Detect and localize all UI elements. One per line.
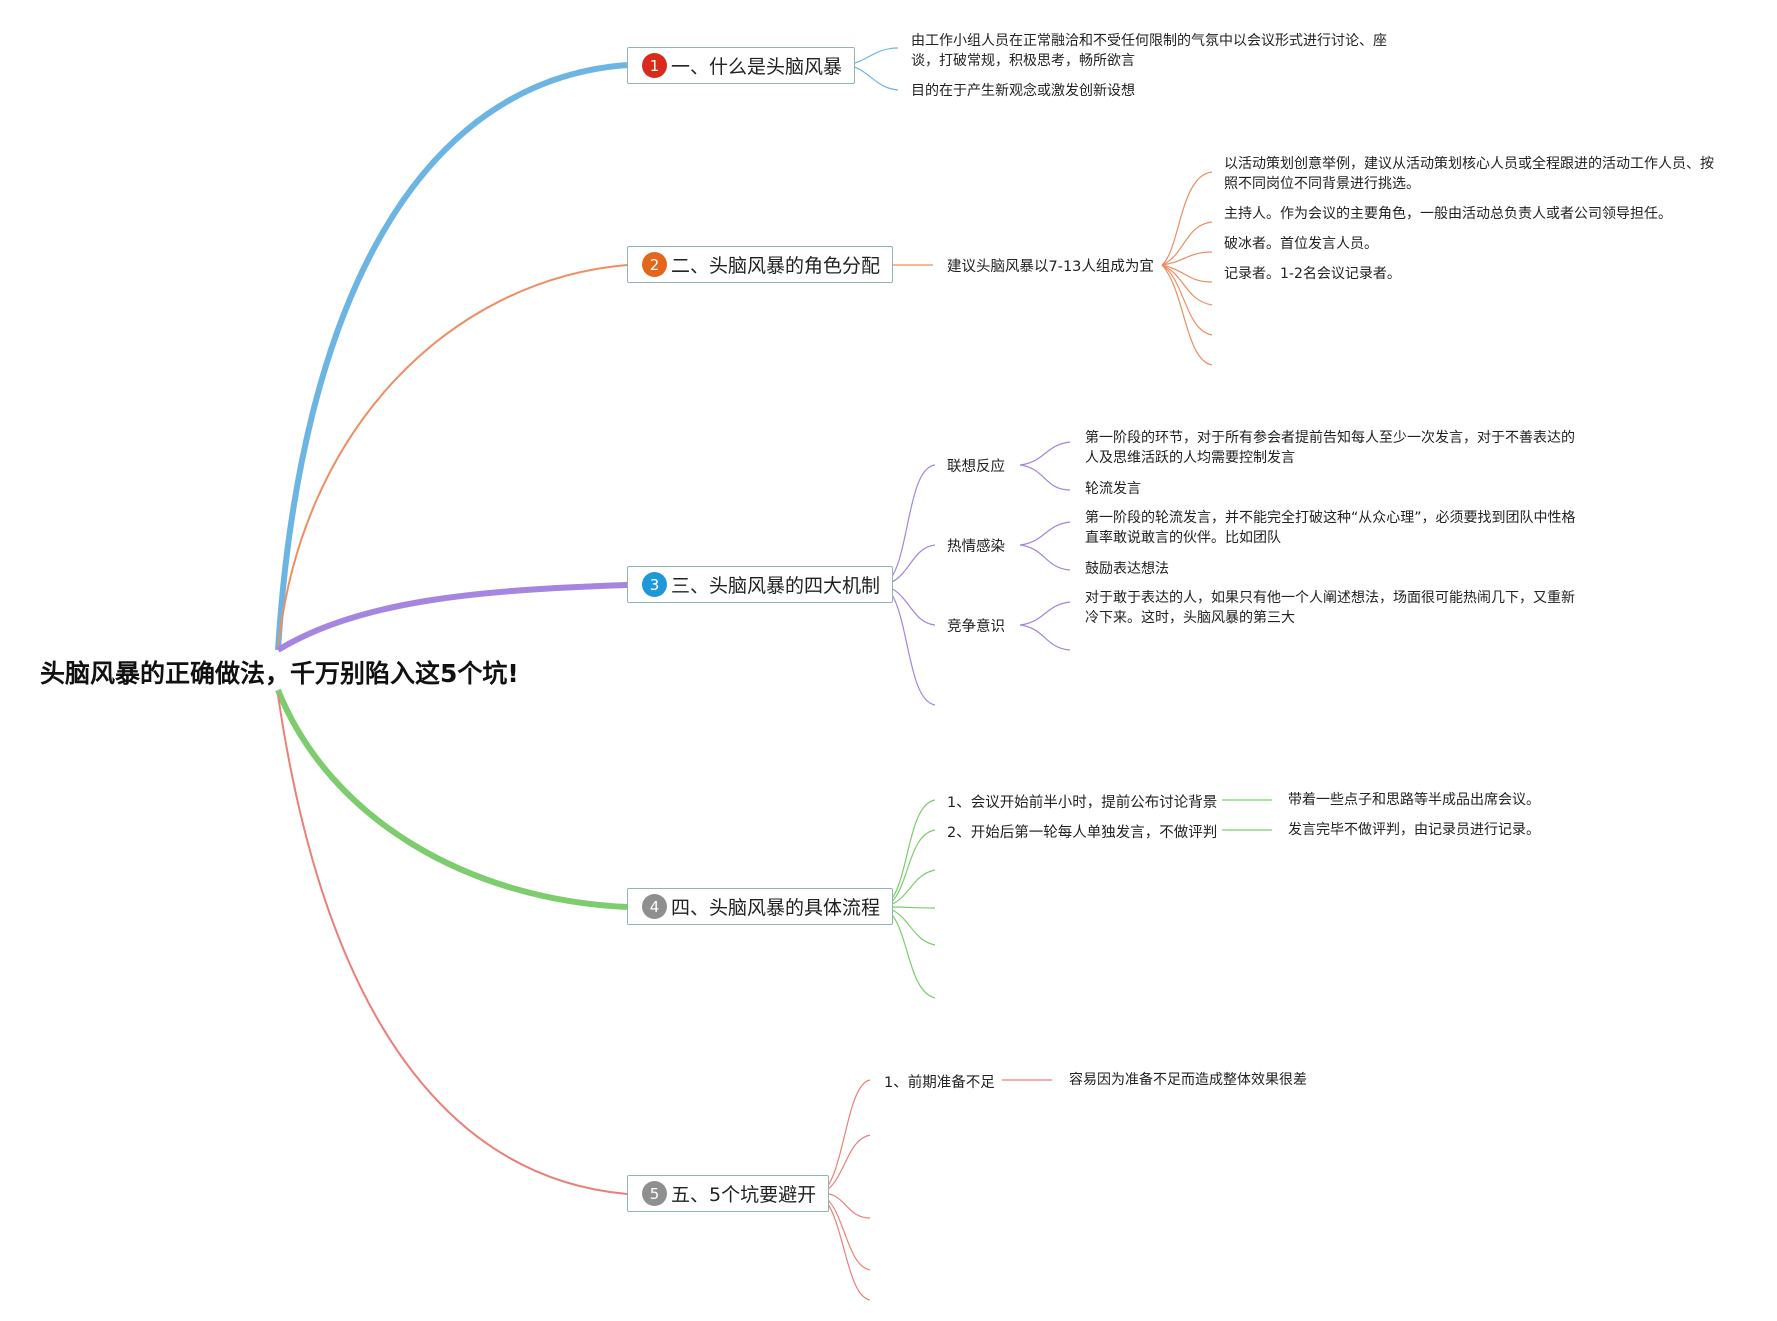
leaf-topic[interactable]: 由工作小组人员在正常融洽和不受任何限制的气氛中以会议形式进行讨论、座谈，打破常规… bbox=[911, 33, 1387, 69]
branch-label-5: 五、5个坑要避开 bbox=[671, 1184, 817, 1206]
branch1-leaf-connectors bbox=[847, 47, 899, 91]
branch-topic-4[interactable]: 4 四、头脑风暴的具体流程 bbox=[627, 888, 894, 925]
branch3-leaf-connectors bbox=[882, 441, 1071, 706]
leaf-topic[interactable]: 轮流发言 bbox=[1085, 481, 1141, 497]
branch5-leaf-connectors bbox=[819, 1079, 1052, 1301]
leaf-topic[interactable]: 以活动策划创意举例，建议从活动策划核心人员或全程跟进的活动工作人员、按照不同岗位… bbox=[1224, 156, 1714, 192]
branch-label-2: 二、头脑风暴的角色分配 bbox=[671, 255, 881, 277]
subtopic[interactable]: 建议头脑风暴以7-13人组成为宜 bbox=[947, 259, 1154, 275]
branch1-connector bbox=[275, 62, 628, 651]
leaf-topic[interactable]: 记录者。1-2名会议记录者。 bbox=[1224, 266, 1401, 282]
branch-label-3: 三、头脑风暴的四大机制 bbox=[671, 575, 881, 597]
subtopic[interactable]: 热情感染 bbox=[947, 539, 1005, 555]
leaf-topic[interactable]: 主持人。作为会议的主要角色，一般由活动总负责人或者公司领导担任。 bbox=[1224, 206, 1672, 222]
leaf-topic[interactable]: 第一阶段的轮流发言，并不能完全打破这种“从众心理”，必须要找到团队中性格直率敢说… bbox=[1085, 510, 1576, 546]
root-topic[interactable]: 头脑风暴的正确做法，千万别陷入这5个坑! bbox=[40, 659, 519, 688]
subtopic[interactable]: 1、前期准备不足 bbox=[884, 1075, 995, 1091]
branch2-leaf-connectors bbox=[883, 171, 1213, 366]
branch2-connector bbox=[277, 264, 628, 651]
branch-topic-2[interactable]: 2 二、头脑风暴的角色分配 bbox=[627, 246, 894, 283]
subtopic[interactable]: 联想反应 bbox=[947, 459, 1005, 475]
branch5-connector bbox=[277, 694, 628, 1195]
leaf-topic[interactable]: 发言完毕不做评判，由记录员进行记录。 bbox=[1288, 822, 1540, 838]
leaf-topic[interactable]: 容易因为准备不足而造成整体效果很差 bbox=[1069, 1072, 1307, 1088]
subtopic[interactable]: 1、会议开始前半小时，提前公布讨论背景 bbox=[947, 795, 1218, 811]
number-badge-1: 1 bbox=[642, 53, 667, 78]
branch4-connector bbox=[275, 688, 628, 910]
number-badge-3: 3 bbox=[642, 572, 667, 597]
number-badge-5: 5 bbox=[642, 1181, 667, 1206]
branch-label-1: 一、什么是头脑风暴 bbox=[671, 56, 843, 78]
branch-topic-1[interactable]: 1 一、什么是头脑风暴 bbox=[627, 47, 856, 84]
leaf-topic[interactable]: 带着一些点子和思路等半成品出席会议。 bbox=[1288, 792, 1540, 808]
leaf-topic[interactable]: 破冰者。首位发言人员。 bbox=[1224, 236, 1378, 252]
leaf-topic[interactable]: 第一阶段的环节，对于所有参会者提前告知每人至少一次发言，对于不善表达的人及思维活… bbox=[1085, 430, 1575, 466]
subtopic[interactable]: 2、开始后第一轮每人单独发言，不做评判 bbox=[947, 825, 1218, 841]
branch-label-4: 四、头脑风暴的具体流程 bbox=[671, 897, 881, 919]
branch3-connector bbox=[276, 582, 628, 653]
number-badge-4: 4 bbox=[642, 894, 667, 919]
leaf-topic[interactable]: 目的在于产生新观念或激发创新设想 bbox=[911, 83, 1135, 99]
branch-topic-5[interactable]: 5 五、5个坑要避开 bbox=[627, 1175, 830, 1212]
branch-topic-3[interactable]: 3 三、头脑风暴的四大机制 bbox=[627, 566, 894, 603]
subtopic[interactable]: 竞争意识 bbox=[947, 619, 1005, 635]
number-badge-2: 2 bbox=[642, 252, 667, 277]
leaf-topic[interactable]: 对于敢于表达的人，如果只有他一个人阐述想法，场面很可能热闹几下，又重新冷下来。这… bbox=[1085, 590, 1575, 626]
leaf-topic[interactable]: 鼓励表达想法 bbox=[1085, 561, 1169, 577]
